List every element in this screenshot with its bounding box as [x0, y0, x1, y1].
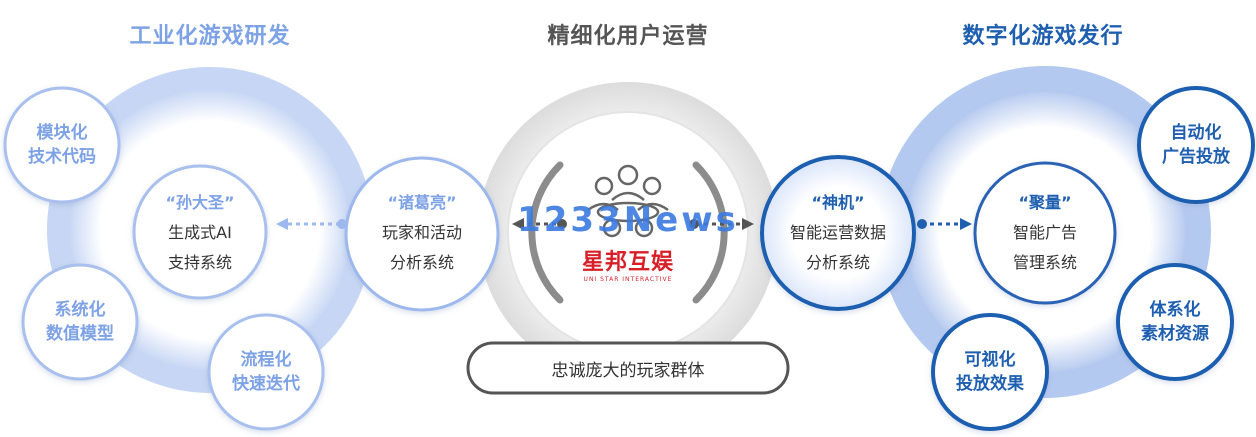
left-inner-line3: 支持系统: [167, 253, 232, 272]
right-small-label-1-line2: 广告投放: [1162, 147, 1230, 167]
left-inner-label: “孙大圣” 生成式AI 支持系统: [140, 188, 260, 278]
left-small-label-3-line2: 快速迭代: [232, 374, 300, 394]
left-small-label-2-line2: 数值模型: [46, 324, 114, 344]
right-small-label-2-line1: 体系化: [1149, 300, 1201, 320]
left-small-label-1-line1: 模块化: [36, 123, 88, 143]
center-right-arrow: [689, 218, 754, 230]
company-logo-subtext: UNI STAR INTERACTIVE: [583, 276, 673, 283]
company-logo-text: 星邦互娱: [581, 250, 674, 275]
players-group-icon: [587, 164, 669, 238]
left-connector-arrow: [276, 218, 347, 230]
right-small-label-3: 可视化 投放效果: [940, 348, 1040, 396]
right-small-label-2: 体系化 素材资源: [1125, 298, 1225, 346]
center-big-circle: [478, 82, 778, 382]
center-left-arrow: [512, 218, 567, 230]
right-small-label-1-line1: 自动化: [1170, 123, 1222, 143]
left-small-circle-2: [21, 263, 139, 381]
left-small-label-3-line1: 流程化: [240, 350, 292, 370]
player-base-pill: 忠诚庞大的玩家群体: [551, 360, 705, 381]
right-connector-arrow: [917, 218, 972, 230]
right-mid-line3: 分析系统: [805, 253, 870, 272]
left-inner-circle: [132, 164, 268, 300]
left-mid-circle: [344, 156, 500, 312]
left-section-title: 工业化游戏研发: [129, 24, 291, 49]
right-small-label-1: 自动化 广告投放: [1146, 121, 1246, 169]
right-small-circle-1: [1137, 86, 1255, 204]
left-mid-name: “诸葛亮”: [387, 193, 457, 212]
left-small-label-3: 流程化 快速迭代: [216, 348, 316, 396]
right-small-label-3-line1: 可视化: [964, 350, 1016, 370]
right-small-circle-3: [931, 313, 1049, 431]
company-logo: 星邦互娱 UNI STAR INTERACTIVE: [568, 244, 688, 283]
right-inner-line3: 管理系统: [1012, 253, 1077, 272]
left-mid-line2: 玩家和活动: [381, 223, 462, 242]
right-inner-label: “聚量” 智能广告 管理系统: [985, 188, 1105, 278]
right-inner-line2: 智能广告: [1012, 223, 1077, 242]
left-small-label-1: 模块化 技术代码: [12, 121, 112, 169]
right-mid-circle: [760, 155, 916, 311]
left-small-label-2: 系统化 数值模型: [30, 298, 130, 346]
left-inner-name: “孙大圣”: [165, 193, 235, 212]
left-small-circle-3: [207, 313, 325, 431]
left-inner-line2: 生成式AI: [168, 223, 232, 242]
watermark: 1233News: [517, 200, 739, 240]
left-mid-label: “诸葛亮” 玩家和活动 分析系统: [362, 188, 482, 278]
right-section-title: 数字化游戏发行: [962, 24, 1124, 49]
right-mid-name: “神机”: [811, 193, 865, 212]
center-section-title: 精细化用户运营: [547, 24, 709, 49]
left-small-label-1-line2: 技术代码: [28, 147, 96, 167]
right-small-label-2-line2: 素材资源: [1141, 324, 1209, 344]
right-small-label-3-line2: 投放效果: [956, 374, 1024, 394]
right-inner-circle: [973, 161, 1117, 305]
right-inner-name: “聚量”: [1018, 193, 1072, 212]
player-base-pill-shape: [466, 341, 790, 395]
right-mid-label: “神机” 智能运营数据 分析系统: [772, 188, 904, 278]
right-mid-line2: 智能运营数据: [789, 223, 886, 242]
right-small-circle-2: [1116, 263, 1234, 381]
left-small-label-2-line1: 系统化: [54, 300, 106, 320]
left-mid-line3: 分析系统: [389, 253, 454, 272]
left-small-circle-1: [3, 86, 121, 204]
